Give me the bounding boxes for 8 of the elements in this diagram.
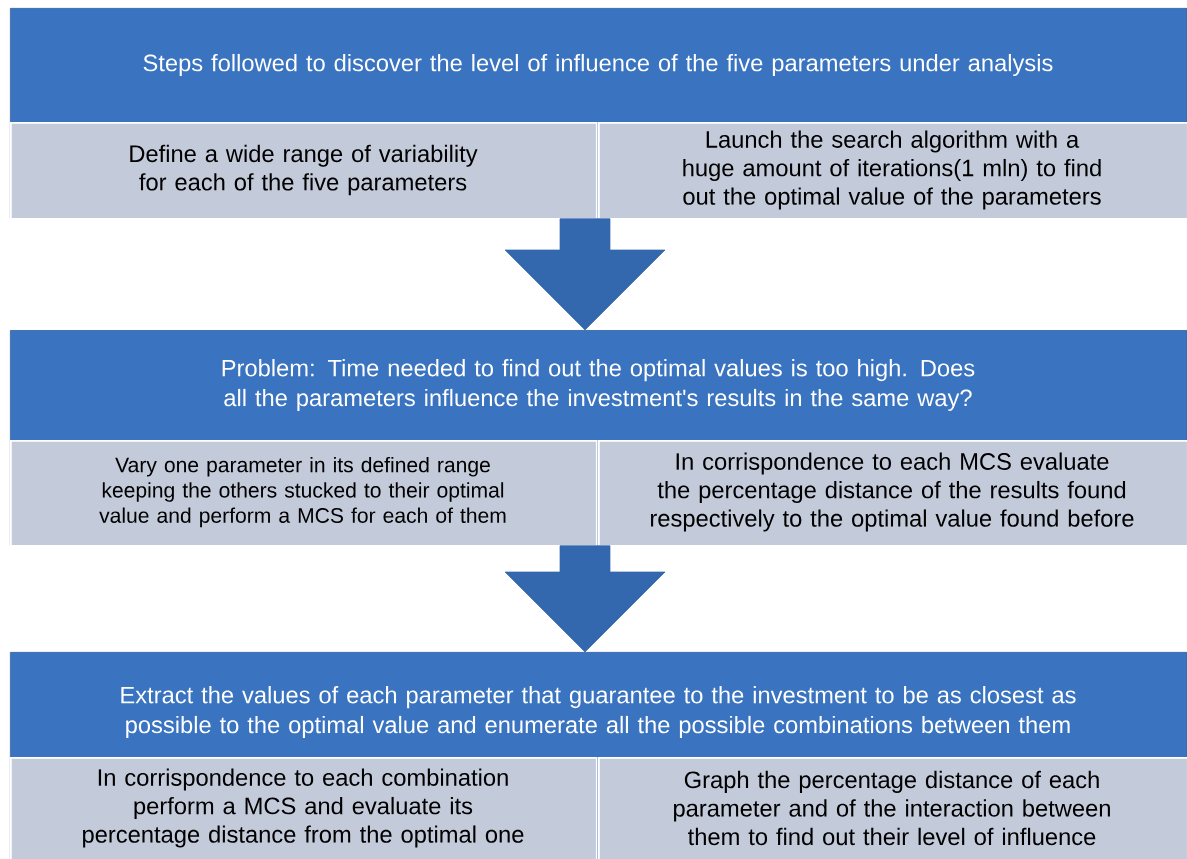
block-arrow [504,545,666,653]
process-box: Launch the search algorithm with a huge amount of iterations(1 mln) to find out the optimal value of the parameters [598,122,1187,220]
block-arrow [504,218,666,331]
process-box: Vary one parameter in its defined range keeping the others stucked to their optimal value and perform a MCS for each of them [10,440,598,547]
process-box: In corrispondence to each MCS evaluate the percentage distance of the results found respectively to the optimal value found before [598,440,1187,547]
process-box: In corrispondence to each combination perform a MCS and evaluate its percentage distance from the optimal one [10,757,598,859]
process-box: Define a wide range of variability for each of the five parameters [10,122,598,220]
process-box: Graph the percentage distance of each parameter and of the interaction between them to find out their level of influence [598,757,1187,859]
